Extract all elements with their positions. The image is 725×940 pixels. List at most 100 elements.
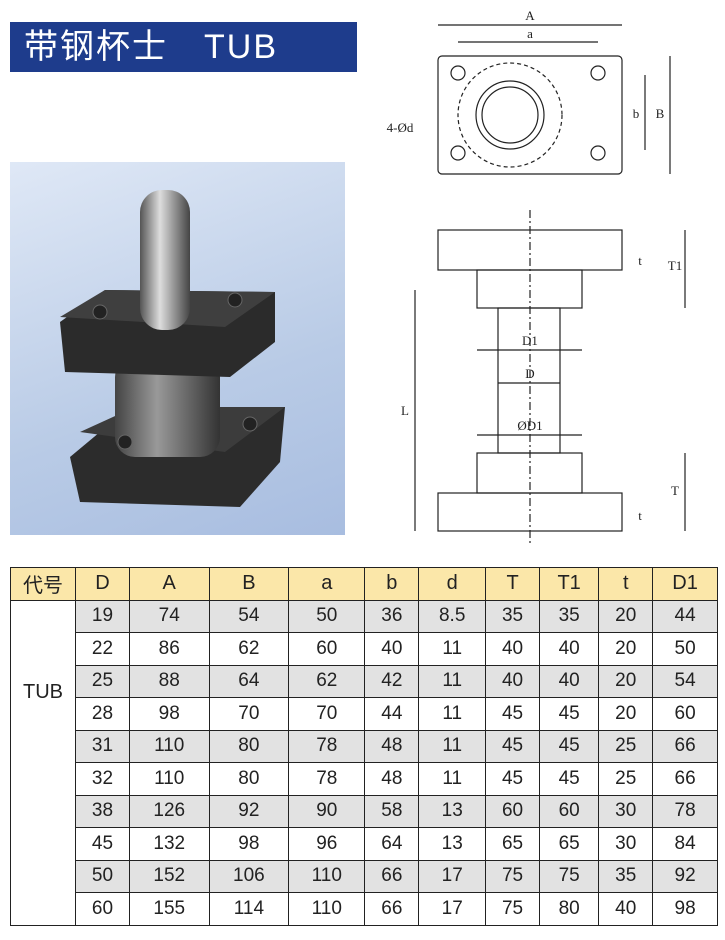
table-cell: 50 — [75, 859, 130, 893]
table-cell: 60 — [485, 794, 540, 828]
table-cell: 31 — [75, 729, 130, 763]
column-header: D1 — [652, 567, 718, 601]
table-cell: 110 — [128, 729, 210, 763]
table-cell: 40 — [538, 664, 600, 698]
table-cell: 110 — [288, 859, 366, 893]
table-cell: 40 — [485, 632, 540, 666]
table-cell: 48 — [364, 762, 420, 796]
table-cell: 35 — [598, 859, 654, 893]
table-cell: 92 — [652, 859, 718, 893]
table-cell: 40 — [485, 664, 540, 698]
column-header: a — [288, 567, 366, 601]
table-cell: 98 — [652, 892, 718, 926]
label-t-top: t — [638, 253, 642, 268]
table-cell: 25 — [75, 664, 130, 698]
table-cell: 80 — [538, 892, 600, 926]
table-cell: 11 — [418, 664, 487, 698]
table-cell: 110 — [288, 892, 366, 926]
table-cell: 38 — [75, 794, 130, 828]
table-cell: 36 — [364, 599, 420, 633]
column-header: b — [364, 567, 420, 601]
label-B: B — [656, 106, 665, 121]
table-cell: 40 — [538, 632, 600, 666]
table-cell: 35 — [538, 599, 600, 633]
table-cell: 78 — [288, 762, 366, 796]
table-cell: 66 — [364, 859, 420, 893]
table-cell: 28 — [75, 697, 130, 731]
table-cell: 60 — [75, 892, 130, 926]
label-T: T — [671, 483, 679, 498]
table-cell: 64 — [208, 664, 290, 698]
table-cell: 70 — [288, 697, 366, 731]
table-cell: 30 — [598, 827, 654, 861]
table-cell: 98 — [208, 827, 290, 861]
table-cell: 58 — [364, 794, 420, 828]
table-cell: 90 — [288, 794, 366, 828]
table-cell: 50 — [288, 599, 366, 633]
table-cell: 54 — [208, 599, 290, 633]
table-cell: 66 — [652, 762, 718, 796]
table-cell: 75 — [485, 892, 540, 926]
label-T1: T1 — [668, 258, 682, 273]
table-cell: 62 — [288, 664, 366, 698]
table-cell: 45 — [485, 762, 540, 796]
column-header: B — [208, 567, 290, 601]
label-a: a — [527, 26, 533, 41]
table-cell: 45 — [485, 697, 540, 731]
table-cell: 19 — [75, 599, 130, 633]
table-cell: 92 — [208, 794, 290, 828]
technical-drawing: A a b B 4-Ød t T1 D1 D ØD1 L T t — [387, 8, 686, 545]
table-cell: 45 — [538, 762, 600, 796]
table-cell: 20 — [598, 664, 654, 698]
table-cell: 65 — [485, 827, 540, 861]
column-header: d — [418, 567, 487, 601]
model-cell: TUB — [10, 599, 76, 926]
table-cell: 45 — [538, 729, 600, 763]
table-cell: 110 — [128, 762, 210, 796]
table-cell: 45 — [538, 697, 600, 731]
table-cell: 32 — [75, 762, 130, 796]
table-cell: 106 — [208, 859, 290, 893]
table-cell: 66 — [652, 729, 718, 763]
table-cell: 25 — [598, 762, 654, 796]
table-cell: 155 — [128, 892, 210, 926]
table-cell: 40 — [364, 632, 420, 666]
table-cell: 11 — [418, 729, 487, 763]
table-cell: 20 — [598, 632, 654, 666]
table-cell: 75 — [538, 859, 600, 893]
label-A: A — [525, 8, 535, 23]
table-cell: 66 — [364, 892, 420, 926]
table-cell: 13 — [418, 794, 487, 828]
table-cell: 48 — [364, 729, 420, 763]
label-D1: D1 — [522, 333, 538, 348]
table-cell: 64 — [364, 827, 420, 861]
label-phiD1: ØD1 — [517, 418, 542, 433]
table-cell: 17 — [418, 859, 487, 893]
table-cell: 40 — [598, 892, 654, 926]
table-cell: 30 — [598, 794, 654, 828]
table-cell: 96 — [288, 827, 366, 861]
label-D: D — [525, 366, 534, 381]
table-cell: 13 — [418, 827, 487, 861]
label-t-bottom: t — [638, 508, 642, 523]
table-cell: 35 — [485, 599, 540, 633]
table-cell: 84 — [652, 827, 718, 861]
table-cell: 132 — [128, 827, 210, 861]
table-cell: 22 — [75, 632, 130, 666]
table-cell: 62 — [208, 632, 290, 666]
table-cell: 42 — [364, 664, 420, 698]
column-header: T1 — [538, 567, 600, 601]
table-cell: 44 — [364, 697, 420, 731]
table-cell: 70 — [208, 697, 290, 731]
label-b: b — [633, 106, 640, 121]
table-cell: 60 — [288, 632, 366, 666]
column-header: t — [598, 567, 654, 601]
column-header: A — [128, 567, 210, 601]
column-header: D — [75, 567, 130, 601]
